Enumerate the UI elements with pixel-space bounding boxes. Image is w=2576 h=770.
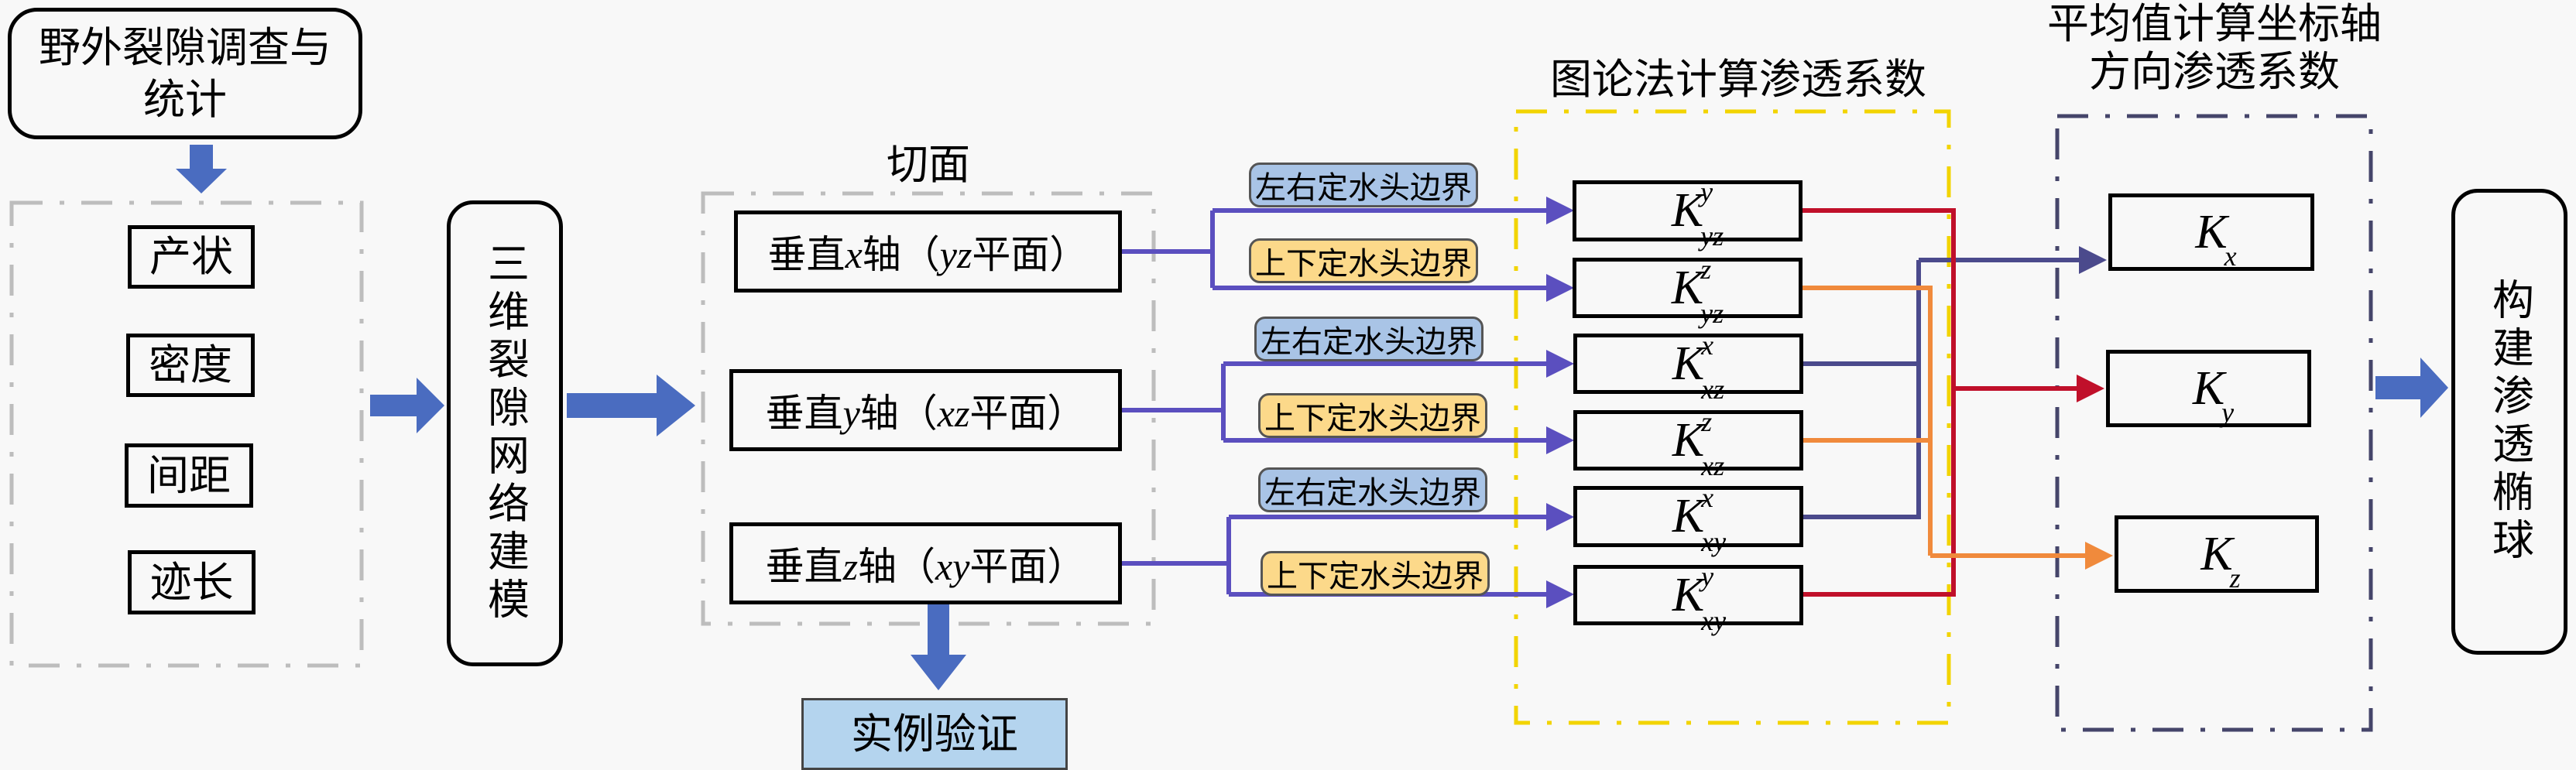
survey-item-label: 间距 (147, 450, 231, 500)
boundary-left-right: 左右定水头边界 (1258, 467, 1487, 512)
averaging-frame (2055, 114, 2373, 732)
plane-y-branch (1122, 350, 1574, 454)
boundary-top-bottom: 上下定水头边界 (1249, 238, 1478, 283)
arrow-down-icon (911, 604, 966, 690)
plane-label: 垂直z轴（xy平面） (765, 544, 1086, 589)
section-title: 切面 (887, 140, 970, 189)
survey-title: 野外裂隙调查与统计 (39, 22, 331, 125)
plane-box-x: 垂直x轴（yz平面） (734, 210, 1122, 293)
result-label: 构建渗透椭球 (2485, 278, 2534, 566)
validation-box: 实例验证 (801, 698, 1068, 770)
survey-item-trace-length: 迹长 (128, 550, 256, 614)
validation-label: 实例验证 (851, 709, 1018, 758)
boundary-top-bottom: 上下定水头边界 (1258, 393, 1487, 438)
plane-x-branch (1122, 197, 1574, 302)
survey-box: 野外裂隙调查与统计 (8, 8, 362, 139)
survey-group-frame (9, 200, 364, 668)
graph-method-title: 图论法计算渗透系数 (1550, 55, 1926, 104)
section-group-frame (701, 191, 1156, 626)
graph-method-frame (1514, 109, 1951, 725)
averaging-title: 平均值计算坐标轴 方向渗透系数 (2044, 0, 2385, 96)
boundary-left-right: 左右定水头边界 (1249, 163, 1478, 207)
wire-to-kz (1803, 286, 2113, 570)
arrow-right-icon (2375, 358, 2448, 418)
wire-to-ky (1803, 208, 2104, 597)
plane-label: 垂直x轴（yz平面） (767, 232, 1089, 277)
survey-item-spacing: 间距 (125, 443, 253, 508)
arrow-right-icon (370, 378, 444, 433)
plane-label: 垂直y轴（xz平面） (765, 391, 1086, 436)
survey-item-label: 密度 (149, 341, 232, 390)
modeling-box: 三维裂隙网络建模 (447, 200, 563, 666)
survey-item-orientation: 产状 (128, 225, 255, 289)
arrow-right-icon (567, 375, 695, 436)
averaging-title-line: 平均值计算坐标轴 (2047, 0, 2382, 48)
boundary-top-bottom: 上下定水头边界 (1261, 551, 1490, 596)
survey-item-label: 产状 (149, 232, 233, 282)
plane-box-z: 垂直z轴（xy平面） (729, 522, 1122, 604)
modeling-label: 三维裂隙网络建模 (480, 241, 530, 625)
wire-to-kx (1803, 246, 2107, 519)
averaging-title-line: 方向渗透系数 (2089, 47, 2340, 96)
boundary-left-right: 左右定水头边界 (1254, 317, 1484, 361)
survey-item-label: 迹长 (149, 557, 234, 607)
plane-box-y: 垂直y轴（xz平面） (729, 369, 1122, 451)
arrow-down-icon (176, 145, 227, 193)
result-box: 构建渗透椭球 (2451, 189, 2567, 655)
survey-item-density: 密度 (126, 334, 255, 397)
